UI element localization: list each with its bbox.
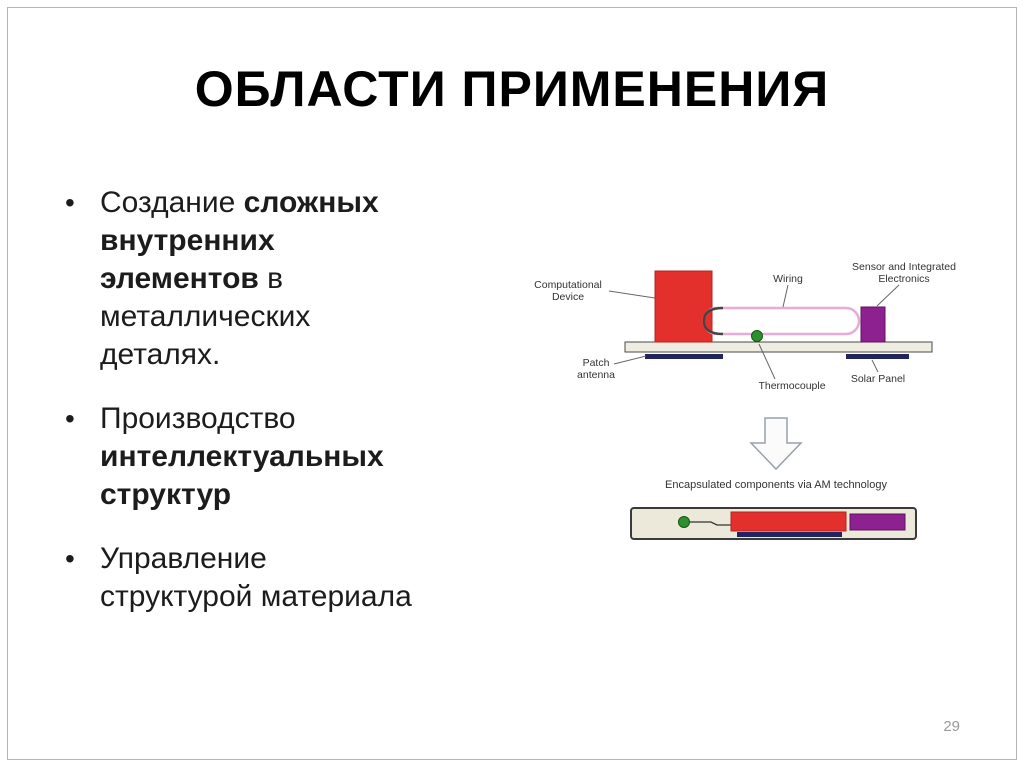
solar-panel-label: Solar Panel <box>851 373 905 385</box>
solar-panel-leader <box>871 359 879 373</box>
wiring-leader <box>782 284 789 308</box>
bullet-1-normal-1: Создание <box>100 186 244 219</box>
down-arrow-icon <box>749 417 803 471</box>
wiring-dark-segment <box>702 306 724 336</box>
computational-device-label-line1: Computational <box>534 279 602 291</box>
page-number: 29 <box>943 718 960 735</box>
computational-device-label-line2: Device <box>552 291 584 303</box>
embedded-trace <box>690 521 731 526</box>
embedded-device-red <box>730 511 847 532</box>
wiring-loop <box>702 306 861 336</box>
bullet-1-normal-2: в металлических деталях. <box>100 262 311 371</box>
thermocouple-dot <box>751 330 763 342</box>
encapsulated-caption: Encapsulated components via AM technolog… <box>665 479 887 491</box>
bullet-2-bold: интеллектуальных структур <box>100 440 384 511</box>
computational-device-leader <box>608 290 656 299</box>
bullet-item-2: Производство интеллектуальных структур <box>53 400 503 514</box>
sensor-block <box>860 306 886 343</box>
embedded-thermocouple-dot <box>678 516 690 528</box>
bullet-1-bold: сложных внутренних элементов <box>100 186 379 295</box>
sensor-label-line2: Electronics <box>878 273 929 285</box>
patch-antenna-label-line1: Patch <box>583 357 610 369</box>
wiring-label: Wiring <box>773 273 803 285</box>
embedded-sensor-purple <box>849 513 906 531</box>
bullet-2-normal-1: Производство <box>100 402 296 435</box>
solar-panel-strip <box>846 354 909 359</box>
bullet-item-1: Создание сложных внутренних элементов в … <box>53 184 503 374</box>
bullet-list: Создание сложных внутренних элементов в … <box>53 184 503 642</box>
slide-title: ОБЛАСТИ ПРИМЕНЕНИЯ <box>194 61 830 117</box>
slide: ОБЛАСТИ ПРИМЕНЕНИЯ Создание сложных внут… <box>7 7 1017 760</box>
patch-antenna-label-line2: antenna <box>577 369 615 381</box>
bullet-3-normal-1: Управление структурой материала <box>100 542 412 613</box>
device-diagram: Computational Device Wiring Sensor and I… <box>511 251 991 561</box>
computational-device-block <box>654 270 713 343</box>
patch-antenna-strip <box>645 354 723 359</box>
patch-antenna-leader <box>613 355 647 365</box>
thermocouple-label: Thermocouple <box>758 380 825 392</box>
sensor-leader <box>876 284 900 307</box>
thermocouple-leader <box>758 343 776 380</box>
sensor-label-line1: Sensor and Integrated <box>852 261 956 273</box>
circuit-board <box>624 341 933 353</box>
bullet-item-3: Управление структурой материала <box>53 540 503 616</box>
embedded-antenna-strip <box>737 532 842 537</box>
